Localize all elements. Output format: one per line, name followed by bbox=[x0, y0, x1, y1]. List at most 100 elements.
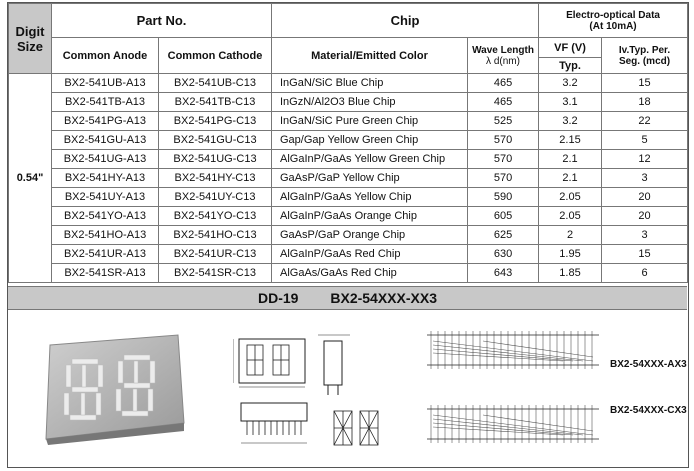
wave-length-header: Wave Length λ d(nm) bbox=[466, 37, 540, 74]
material-cell: AlGaInP/GaAs Yellow Chip bbox=[271, 187, 468, 207]
vf-cell: 2 bbox=[538, 225, 603, 245]
cathode-part-cell: BX2-541UY-C13 bbox=[158, 187, 272, 207]
iv-header: Iv.Typ. Per. Seg. (mcd) bbox=[601, 37, 689, 74]
anode-part-cell: BX2-541SR-A13 bbox=[51, 263, 159, 283]
material-cell: GaAsP/GaP Yellow Chip bbox=[271, 168, 468, 188]
circuit-diagram-cathode bbox=[427, 405, 599, 443]
wave-length-cell: 525 bbox=[466, 111, 540, 131]
common-anode-header: Common Anode bbox=[51, 37, 159, 74]
spec-sheet: Digit Size Part No. Chip Electro-optical… bbox=[7, 2, 689, 468]
material-cell: Gap/Gap Yellow Green Chip bbox=[271, 130, 468, 150]
vf-cell: 2.05 bbox=[538, 206, 603, 226]
wave-length-cell: 605 bbox=[466, 206, 540, 226]
iv-cell: 15 bbox=[601, 73, 689, 93]
cathode-part-cell: BX2-541TB-C13 bbox=[158, 92, 272, 112]
cathode-part-cell: BX2-541UR-C13 bbox=[158, 244, 272, 264]
segment-diagram bbox=[333, 410, 379, 446]
dimension-drawing-front bbox=[233, 338, 306, 388]
anode-part-cell: BX2-541PG-A13 bbox=[51, 111, 159, 131]
cathode-part-cell: BX2-541HY-C13 bbox=[158, 168, 272, 188]
cathode-part-cell: BX2-541HO-C13 bbox=[158, 225, 272, 245]
material-cell: GaAsP/GaP Orange Chip bbox=[271, 225, 468, 245]
anode-part-cell: BX2-541TB-A13 bbox=[51, 92, 159, 112]
cathode-part-cell: BX2-541GU-C13 bbox=[158, 130, 272, 150]
wave-length-cell: 570 bbox=[466, 130, 540, 150]
material-cell: InGzN/Al2O3 Blue Chip bbox=[271, 92, 468, 112]
anode-part-cell: BX2-541UY-A13 bbox=[51, 187, 159, 207]
wave-length-cell: 465 bbox=[466, 73, 540, 93]
wave-length-cell: 643 bbox=[466, 263, 540, 283]
anode-part-cell: BX2-541HY-A13 bbox=[51, 168, 159, 188]
vf-cell: 2.1 bbox=[538, 149, 603, 169]
material-cell: AlGaInP/GaAs Red Chip bbox=[271, 244, 468, 264]
cathode-part-cell: BX2-541UB-C13 bbox=[158, 73, 272, 93]
wave-length-cell: 570 bbox=[466, 149, 540, 169]
cathode-part-cell: BX2-541PG-C13 bbox=[158, 111, 272, 131]
iv-cell: 5 bbox=[601, 130, 689, 150]
vf-cell: 2.05 bbox=[538, 187, 603, 207]
iv-cell: 3 bbox=[601, 225, 689, 245]
dimension-drawing-bottom bbox=[240, 402, 308, 444]
circuit-diagram-anode bbox=[427, 331, 599, 369]
vf-cell: 2.1 bbox=[538, 168, 603, 188]
anode-part-cell: BX2-541YO-A13 bbox=[51, 206, 159, 226]
iv-cell: 22 bbox=[601, 111, 689, 131]
vf-header: VF (V) bbox=[538, 37, 603, 58]
anode-part-cell: BX2-541GU-A13 bbox=[51, 130, 159, 150]
iv-cell: 3 bbox=[601, 168, 689, 188]
display-photo bbox=[45, 334, 185, 445]
part-no-header: Part No. bbox=[51, 3, 272, 38]
material-cell: InGaN/SiC Pure Green Chip bbox=[271, 111, 468, 131]
anode-part-cell: BX2-541UR-A13 bbox=[51, 244, 159, 264]
material-cell: AlGaAs/GaAs Red Chip bbox=[271, 263, 468, 283]
wave-length-cell: 630 bbox=[466, 244, 540, 264]
wave-length-cell: 465 bbox=[466, 92, 540, 112]
iv-cell: 12 bbox=[601, 149, 689, 169]
wave-length-cell: 625 bbox=[466, 225, 540, 245]
wave-length-cell: 590 bbox=[466, 187, 540, 207]
anode-part-label: BX2-54XXX-AX3 bbox=[610, 359, 687, 370]
common-cathode-header: Common Cathode bbox=[158, 37, 272, 74]
cathode-part-cell: BX2-541UG-C13 bbox=[158, 149, 272, 169]
vf-cell: 1.95 bbox=[538, 244, 603, 264]
vf-cell: 2.15 bbox=[538, 130, 603, 150]
anode-part-cell: BX2-541HO-A13 bbox=[51, 225, 159, 245]
iv-cell: 15 bbox=[601, 244, 689, 264]
iv-cell: 18 bbox=[601, 92, 689, 112]
drawing-title-bar: DD-19 BX2-54XXX-XX3 bbox=[8, 286, 687, 310]
cathode-part-cell: BX2-541SR-C13 bbox=[158, 263, 272, 283]
dimension-drawing-side bbox=[318, 334, 350, 395]
cathode-part-cell: BX2-541YO-C13 bbox=[158, 206, 272, 226]
anode-part-cell: BX2-541UB-A13 bbox=[51, 73, 159, 93]
cathode-part-label: BX2-54XXX-CX3 bbox=[610, 405, 687, 416]
digit-size-cell: 0.54" bbox=[8, 73, 52, 283]
digit-size-header: Digit Size bbox=[8, 3, 52, 74]
iv-cell: 20 bbox=[601, 187, 689, 207]
drawing-code: DD-19 bbox=[258, 290, 299, 306]
vf-cell: 3.1 bbox=[538, 92, 603, 112]
spec-table: Digit Size Part No. Chip Electro-optical… bbox=[8, 3, 689, 283]
vf-cell: 3.2 bbox=[538, 73, 603, 93]
material-cell: AlGaInP/GaAs Orange Chip bbox=[271, 206, 468, 226]
drawing-series: BX2-54XXX-XX3 bbox=[330, 290, 437, 306]
vf-cell: 1.85 bbox=[538, 263, 603, 283]
material-cell: AlGaInP/GaAs Yellow Green Chip bbox=[271, 149, 468, 169]
material-cell: InGaN/SiC Blue Chip bbox=[271, 73, 468, 93]
wave-length-cell: 570 bbox=[466, 168, 540, 188]
vf-typ-header: Typ. bbox=[538, 57, 603, 74]
vf-cell: 3.2 bbox=[538, 111, 603, 131]
iv-cell: 6 bbox=[601, 263, 689, 283]
iv-cell: 20 bbox=[601, 206, 689, 226]
chip-header: Chip bbox=[270, 3, 540, 38]
